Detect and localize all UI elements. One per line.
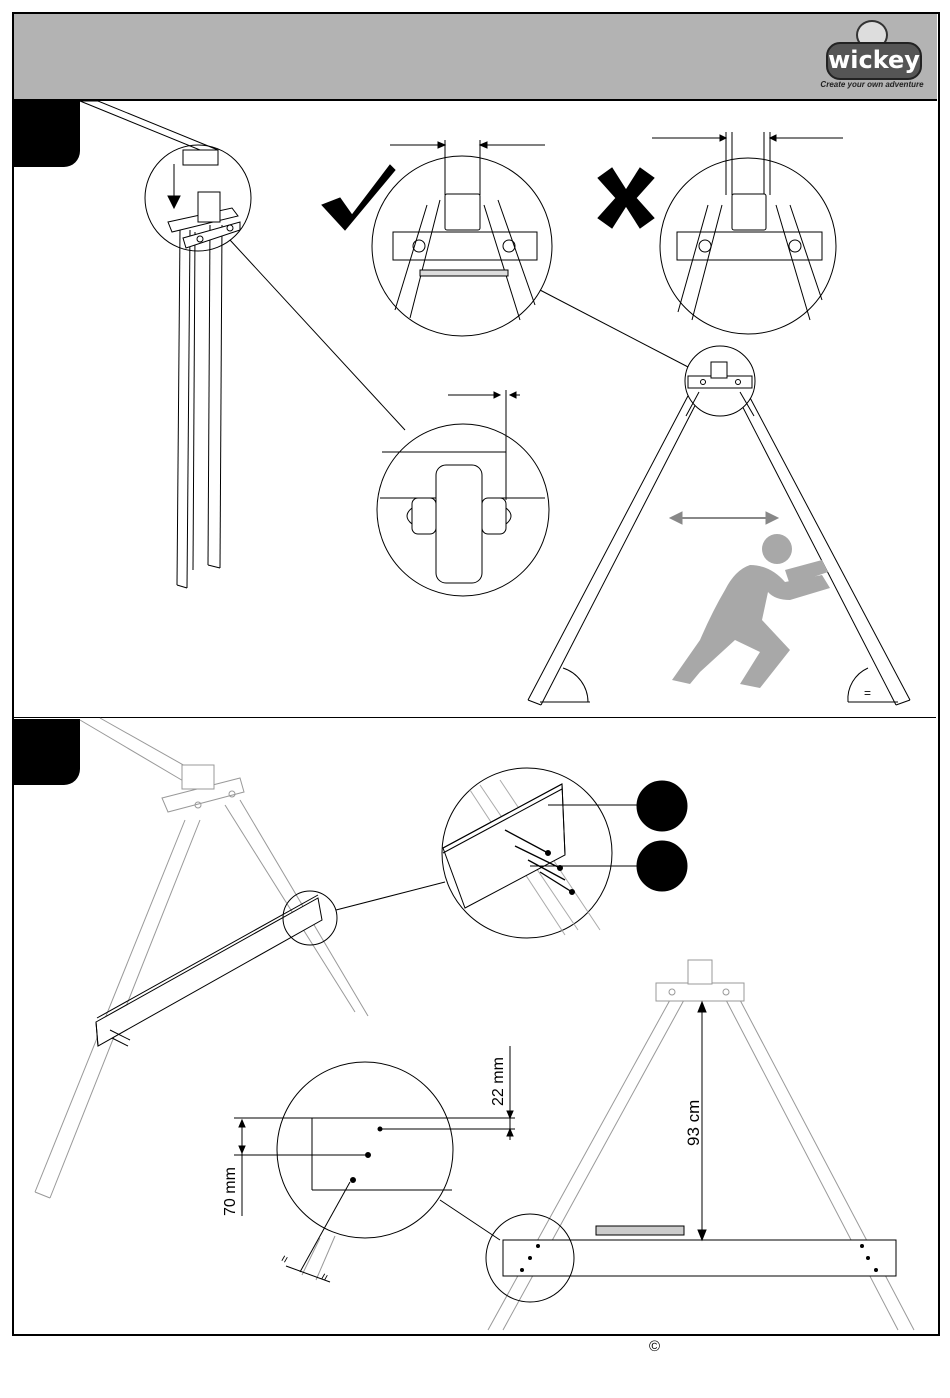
equal-angle-label: = bbox=[864, 686, 871, 700]
dimension-hole-top: 22 mm bbox=[490, 1057, 508, 1106]
dimension-beam-height: 93 cm bbox=[684, 1100, 704, 1146]
page-border bbox=[12, 12, 940, 1336]
dimension-hole-spacing: 70 mm bbox=[222, 1167, 240, 1216]
copyright-mark: © bbox=[649, 1338, 660, 1355]
